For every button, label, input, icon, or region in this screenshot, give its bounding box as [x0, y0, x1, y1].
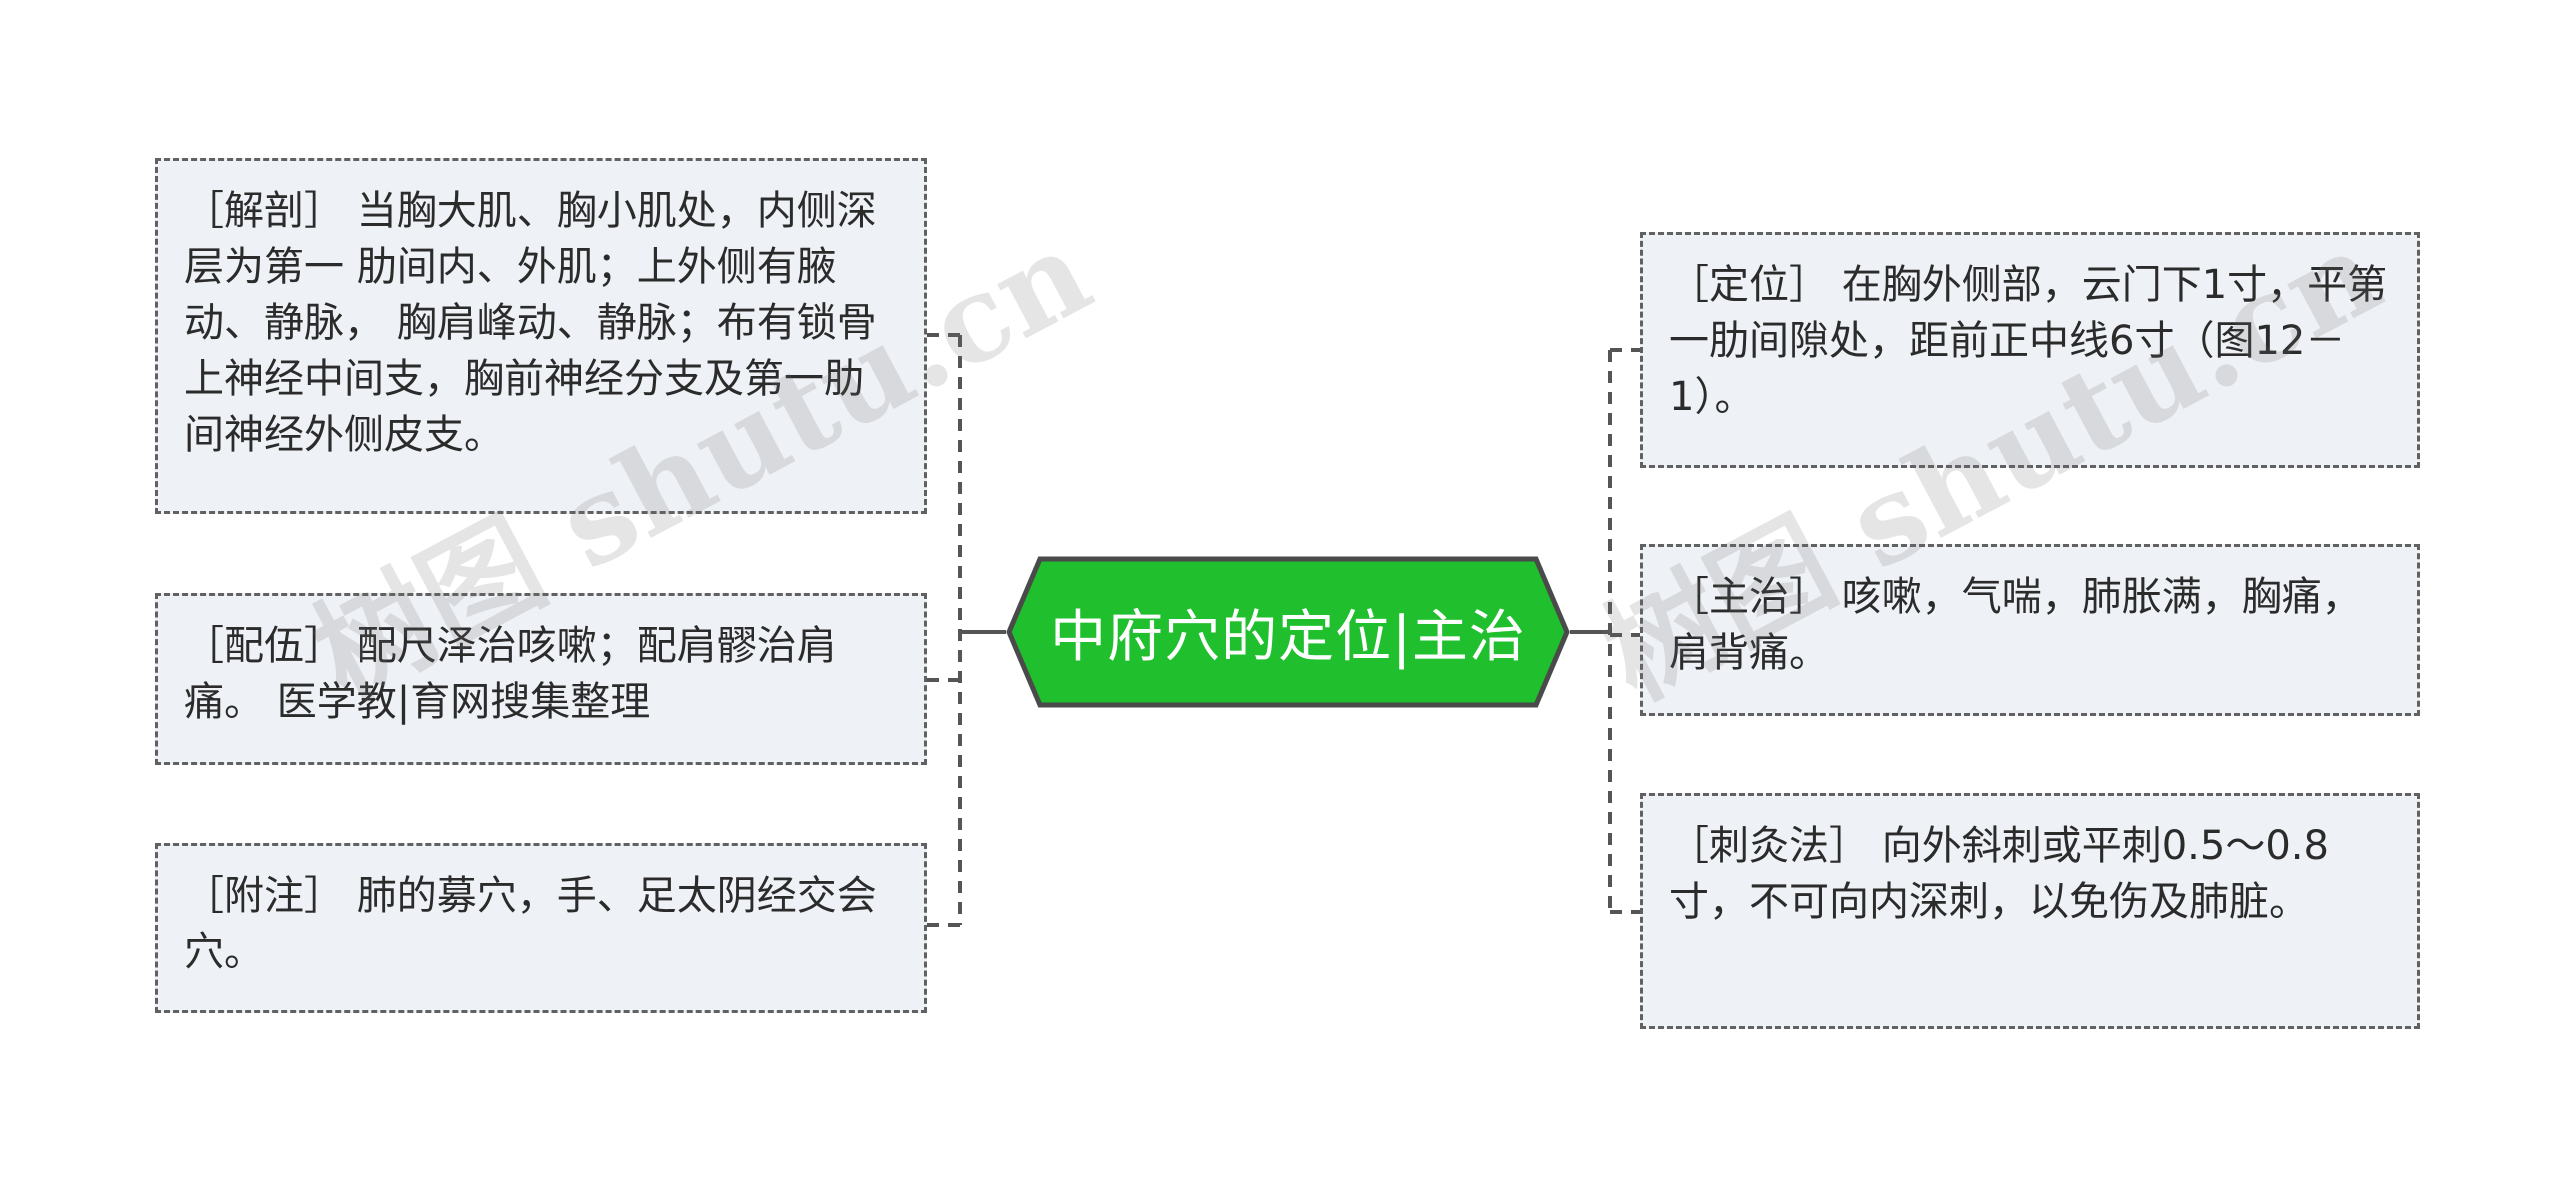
node-acupuncture-method[interactable]: ［刺灸法］ 向外斜刺或平刺0.5～0.8寸，不可向内深刺，以免伤及肺脏。 — [1640, 793, 2420, 1029]
node-text: 咳嗽，气喘，肺胀满，胸痛，肩背痛。 — [1669, 574, 2362, 676]
node-tag: ［主治］ — [1669, 574, 1829, 620]
node-tag: ［解剖］ — [184, 188, 344, 234]
node-tag: ［附注］ — [184, 873, 344, 919]
node-text: 配尺泽治咳嗽；配肩髎治肩痛。 医学教|育网搜集整理 — [184, 623, 837, 725]
node-indications[interactable]: ［主治］ 咳嗽，气喘，肺胀满，胸痛，肩背痛。 — [1640, 544, 2420, 716]
node-location[interactable]: ［定位］ 在胸外侧部，云门下1寸，平第一肋间隙处，距前正中线6寸（图12－1）。 — [1640, 232, 2420, 468]
node-text: 向外斜刺或平刺0.5～0.8寸，不可向内深刺，以免伤及肺脏。 — [1669, 823, 2329, 925]
node-tag: ［刺灸法］ — [1669, 823, 1869, 869]
node-text: 当胸大肌、胸小肌处，内侧深层为第一 肋间内、外肌；上外侧有腋动、静脉， 胸肩峰动… — [184, 188, 877, 458]
node-anatomy[interactable]: ［解剖］ 当胸大肌、胸小肌处，内侧深层为第一 肋间内、外肌；上外侧有腋动、静脉，… — [155, 158, 927, 514]
node-combination[interactable]: ［配伍］ 配尺泽治咳嗽；配肩髎治肩痛。 医学教|育网搜集整理 — [155, 593, 927, 765]
central-topic-label: 中府穴的定位|主治 — [1050, 604, 1526, 670]
node-tag: ［定位］ — [1669, 262, 1829, 308]
hexagon-shape — [1006, 556, 1570, 708]
node-tag: ［配伍］ — [184, 623, 344, 669]
node-note[interactable]: ［附注］ 肺的募穴，手、足太阴经交会穴。 — [155, 843, 927, 1013]
node-text: 在胸外侧部，云门下1寸，平第一肋间隙处，距前正中线6寸（图12－1）。 — [1669, 262, 2388, 420]
node-text: 肺的募穴，手、足太阴经交会穴。 — [184, 873, 877, 975]
central-topic[interactable]: 中府穴的定位|主治 — [1006, 556, 1570, 708]
